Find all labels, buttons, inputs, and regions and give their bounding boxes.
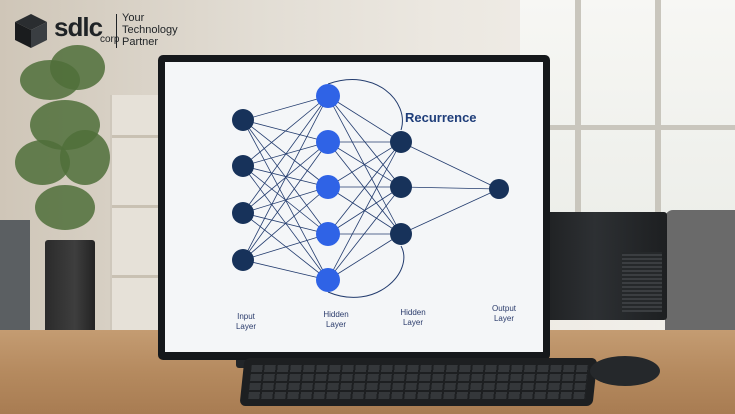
edge-hidden-1-2-to-hidden-2-0 — [327, 141, 402, 188]
mouse — [590, 356, 660, 386]
edge-input-3-to-hidden-1-0 — [242, 95, 329, 261]
node-hidden-2-0 — [390, 131, 412, 153]
neural-network-diagram — [232, 79, 509, 298]
node-input-3 — [232, 249, 254, 271]
edge-hidden-2-0-to-output-0 — [400, 141, 500, 190]
edge-hidden-2-2-to-output-0 — [400, 188, 500, 235]
node-hidden-1-1 — [316, 130, 340, 154]
node-hidden-1-2 — [316, 175, 340, 199]
edge-hidden-2-1-to-output-0 — [400, 186, 500, 190]
plant-pot — [45, 240, 95, 335]
node-input-0 — [232, 109, 254, 131]
edge-hidden-1-0-to-hidden-2-0 — [327, 95, 402, 143]
edge-input-2-to-hidden-1-0 — [242, 95, 329, 214]
edge-hidden-1-3-to-hidden-2-0 — [327, 141, 402, 235]
edge-input-3-to-hidden-1-3 — [242, 233, 329, 261]
bookshelf — [110, 95, 167, 335]
edge-input-1-to-hidden-1-2 — [242, 165, 329, 188]
recurrence-arc-top — [327, 79, 403, 131]
logo-sub: corp — [100, 34, 120, 45]
logo-wordmark: sdlc — [54, 12, 103, 42]
tower-vent — [622, 252, 662, 312]
diagram-edges — [242, 95, 500, 281]
recurrence-arc-bottom — [327, 245, 405, 298]
sdlc-logo: sdlc corp Your Technology Partner — [12, 10, 182, 54]
edge-hidden-1-4-to-hidden-2-1 — [327, 186, 402, 281]
pc-tower — [547, 212, 667, 320]
edge-input-3-to-hidden-1-4 — [242, 259, 329, 281]
edge-hidden-1-4-to-hidden-2-2 — [327, 233, 402, 281]
edge-input-0-to-hidden-1-0 — [242, 95, 329, 121]
edge-input-2-to-hidden-1-4 — [242, 212, 329, 281]
cube-logo-icon — [15, 14, 47, 48]
chair — [665, 210, 735, 330]
node-hidden-2-1 — [390, 176, 412, 198]
node-input-1 — [232, 155, 254, 177]
node-input-2 — [232, 202, 254, 224]
edge-input-2-to-hidden-1-2 — [242, 186, 329, 214]
edge-input-0-to-hidden-1-2 — [242, 119, 329, 188]
node-hidden-1-4 — [316, 268, 340, 292]
edge-hidden-1-0-to-hidden-2-1 — [327, 95, 402, 188]
logo-tagline: Your Technology Partner — [122, 12, 178, 48]
edge-input-3-to-hidden-1-1 — [242, 141, 329, 261]
node-hidden-1-0 — [316, 84, 340, 108]
side-cabinet — [0, 220, 30, 340]
logo-divider — [116, 14, 117, 48]
node-hidden-1-3 — [316, 222, 340, 246]
edge-hidden-1-0-to-hidden-2-2 — [327, 95, 402, 235]
recurrence-label: Recurrence — [405, 110, 477, 125]
edge-input-3-to-hidden-1-2 — [242, 186, 329, 261]
node-hidden-2-2 — [390, 223, 412, 245]
edge-input-1-to-hidden-1-0 — [242, 95, 329, 167]
edge-hidden-1-4-to-hidden-2-0 — [327, 141, 402, 281]
keyboard — [239, 358, 598, 406]
node-output-0 — [489, 179, 509, 199]
